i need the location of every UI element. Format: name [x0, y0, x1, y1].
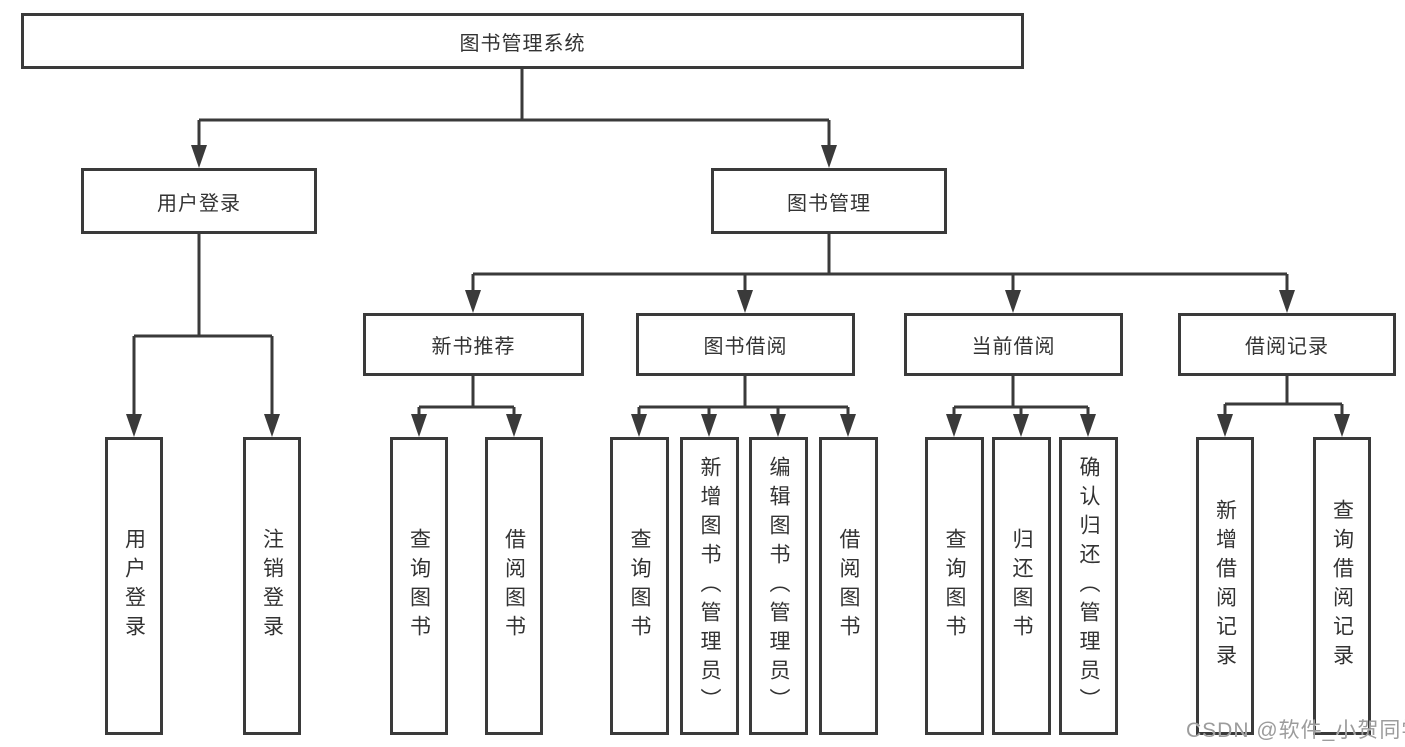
leaf-borrow-book-1: 借阅图书	[485, 437, 543, 735]
leaf-edit-book-admin-label: 编辑图书（管理员）	[767, 455, 790, 717]
watermark: CSDN @软件_小贺同学	[1186, 719, 1405, 742]
node-borrowing-records-label: 借阅记录	[1245, 336, 1329, 358]
node-book-management-label: 图书管理	[787, 192, 871, 215]
leaf-user-login: 用户登录	[105, 437, 163, 735]
node-new-book-recommend-label: 新书推荐	[431, 336, 516, 358]
leaf-logout: 注销登录	[243, 437, 301, 735]
leaf-confirm-return-admin: 确认归还（管理员）	[1059, 437, 1118, 735]
leaf-query-book-2: 查询图书	[610, 437, 669, 735]
node-user-login: 用户登录	[81, 168, 317, 234]
leaf-return-book: 归还图书	[992, 437, 1051, 735]
leaf-add-book-admin: 新增图书（管理员）	[680, 437, 739, 735]
node-current-borrowing-label: 当前借阅	[971, 336, 1056, 358]
leaf-add-borrow-record-label: 新增借阅记录	[1213, 499, 1237, 673]
leaf-confirm-return-admin-label: 确认归还（管理员）	[1077, 455, 1100, 717]
leaf-query-book-3: 查询图书	[925, 437, 984, 735]
leaf-user-login-label: 用户登录	[122, 528, 146, 644]
node-book-borrowing-label: 图书借阅	[703, 336, 788, 358]
node-user-login-label: 用户登录	[157, 192, 241, 215]
leaf-query-borrow-record-label: 查询借阅记录	[1330, 499, 1354, 673]
leaf-borrow-book-1-label: 借阅图书	[502, 528, 526, 644]
leaf-borrow-book-2: 借阅图书	[819, 437, 878, 735]
leaf-add-book-admin-label: 新增图书（管理员）	[698, 455, 721, 717]
node-new-book-recommend: 新书推荐	[363, 313, 584, 376]
leaf-add-borrow-record: 新增借阅记录	[1196, 437, 1254, 735]
leaf-logout-label: 注销登录	[260, 528, 284, 644]
node-book-borrowing: 图书借阅	[636, 313, 855, 376]
leaf-return-book-label: 归还图书	[1010, 528, 1033, 644]
leaf-query-book-1: 查询图书	[390, 437, 448, 735]
leaf-edit-book-admin: 编辑图书（管理员）	[749, 437, 808, 735]
node-book-management: 图书管理	[711, 168, 947, 234]
node-current-borrowing: 当前借阅	[904, 313, 1123, 376]
leaf-borrow-book-2-label: 借阅图书	[837, 528, 860, 644]
node-borrowing-records: 借阅记录	[1178, 313, 1396, 376]
node-root-label: 图书管理系统	[459, 32, 586, 55]
node-root: 图书管理系统	[21, 13, 1024, 69]
leaf-query-book-3-label: 查询图书	[943, 528, 966, 644]
leaf-query-borrow-record: 查询借阅记录	[1313, 437, 1371, 735]
leaf-query-book-2-label: 查询图书	[628, 528, 651, 644]
leaf-query-book-1-label: 查询图书	[407, 528, 431, 644]
